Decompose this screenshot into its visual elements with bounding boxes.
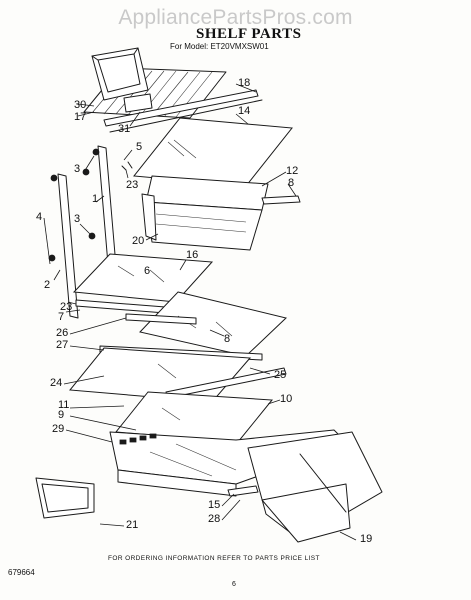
callout-19: 19: [360, 533, 373, 545]
crisper-drawers: [227, 431, 383, 543]
callout-8-lower: 8: [224, 333, 231, 345]
callout-5: 5: [136, 141, 143, 153]
callout-9: 9: [58, 409, 65, 421]
callout-31: 31: [118, 123, 131, 135]
callout-4: 4: [36, 211, 43, 223]
callout-29: 29: [52, 423, 65, 435]
model-number: For Model: ET20VMXSW01: [170, 42, 269, 51]
callout-14: 14: [238, 105, 251, 117]
watermark: AppliancePartsPros.com: [118, 6, 353, 29]
callout-leaders: [43, 83, 357, 541]
callout-11: 11: [58, 399, 70, 411]
callout-16: 16: [186, 249, 199, 261]
callout-3-lower: 3: [74, 213, 81, 225]
callout-17: 17: [74, 111, 87, 123]
diagram-title: SHELF PARTS: [196, 26, 302, 42]
callout-6: 6: [144, 265, 151, 277]
callout-7: 7: [58, 311, 65, 323]
callout-8-upper: 8: [288, 177, 295, 189]
callout-3-upper: 3: [74, 163, 81, 175]
callout-23-lower: 23: [60, 301, 73, 313]
callout-18: 18: [238, 77, 251, 89]
callout-27: 27: [56, 339, 69, 351]
document-number: 679664: [8, 568, 35, 577]
glass-shelf-upper: [133, 117, 293, 187]
callout-28: 28: [208, 513, 221, 525]
callout-26: 26: [56, 327, 69, 339]
meat-pan-upper: [141, 175, 301, 251]
ordering-note: FOR ORDERING INFORMATION REFER TO PARTS …: [108, 555, 320, 562]
callout-15: 15: [208, 499, 221, 511]
page-number: 6: [232, 581, 236, 588]
storage-bin-21: [35, 477, 95, 519]
callout-1: 1: [92, 193, 99, 205]
callout-25: 25: [274, 369, 287, 381]
glass-shelf-24: [69, 347, 287, 403]
callout-10: 10: [280, 393, 293, 405]
callout-23-upper: 23: [126, 179, 139, 191]
callout-20: 20: [132, 235, 145, 247]
callout-30: 30: [74, 99, 87, 111]
callout-2: 2: [44, 279, 51, 291]
wire-shelf-with-basket: [83, 47, 263, 133]
callout-21: 21: [126, 519, 139, 531]
callout-12: 12: [286, 165, 299, 177]
callout-24: 24: [50, 377, 63, 389]
